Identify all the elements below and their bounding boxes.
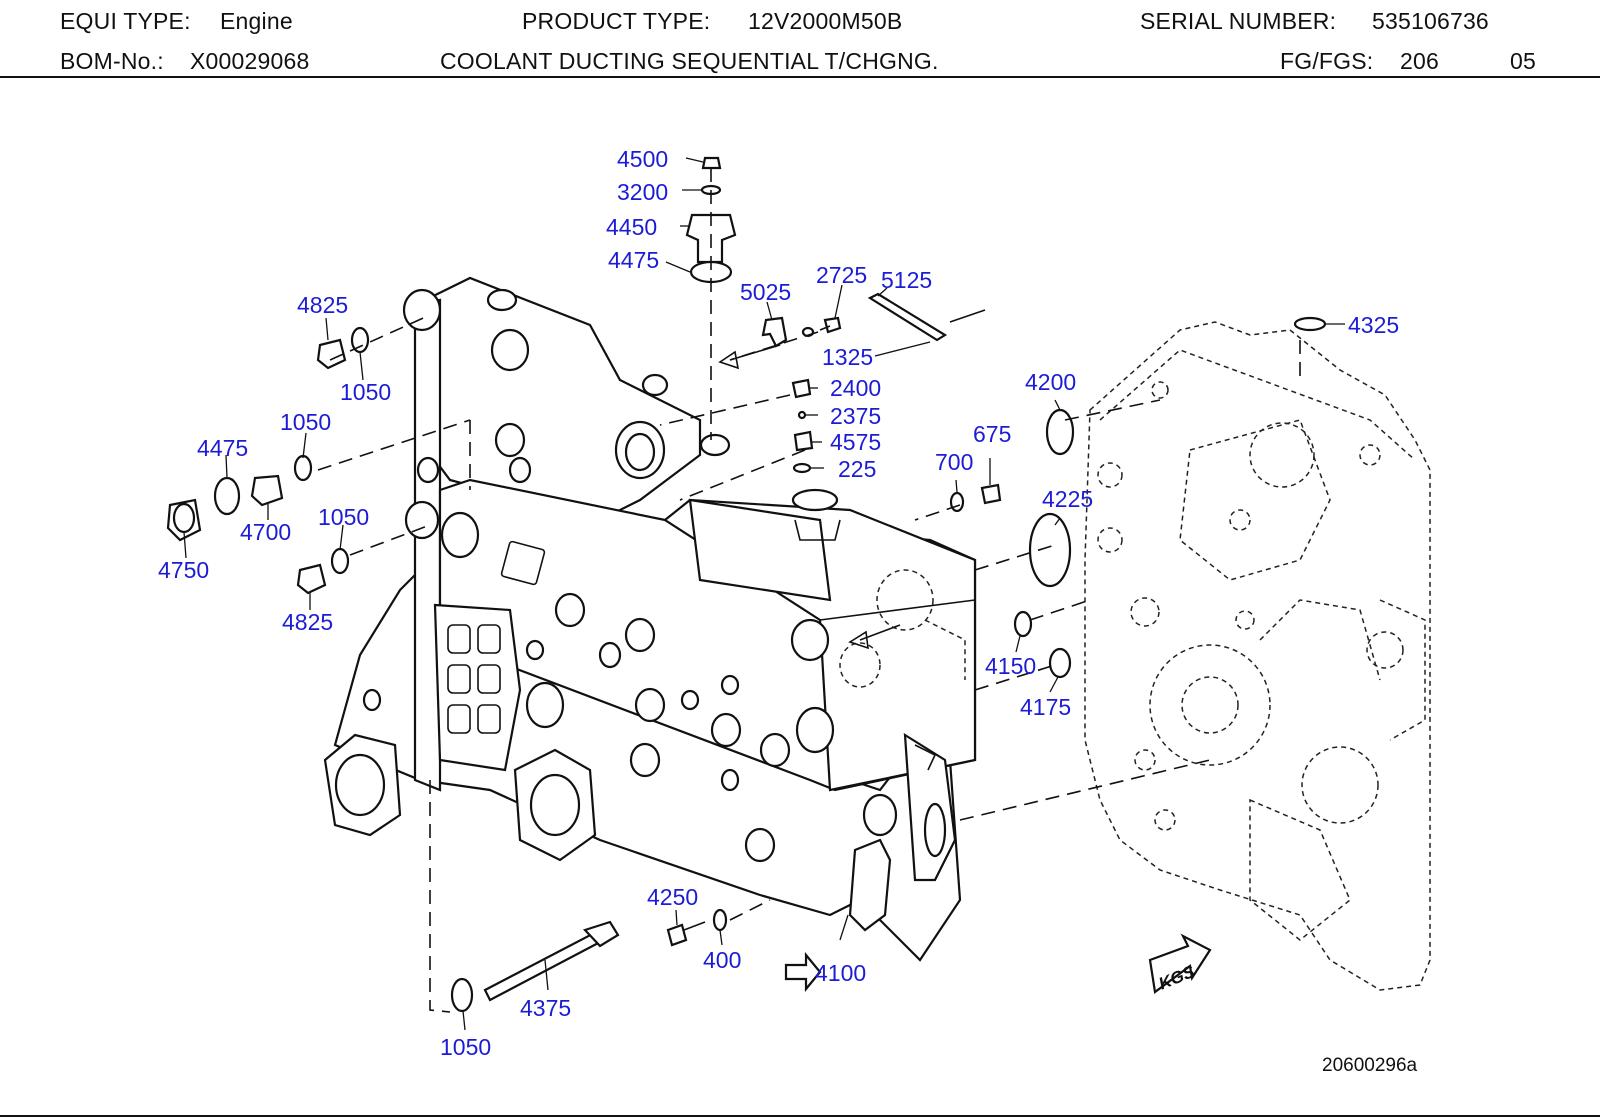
product-type-label: PRODUCT TYPE: <box>522 8 711 34</box>
serial-number-label: SERIAL NUMBER: <box>1140 8 1337 34</box>
callout-2725[interactable]: 2725 <box>816 262 867 288</box>
callout-4825-top[interactable]: 4825 <box>297 292 348 318</box>
callout-5025[interactable]: 5025 <box>740 279 791 305</box>
header-divider <box>0 76 1600 78</box>
footer-divider <box>0 1115 1600 1117</box>
callout-225[interactable]: 225 <box>838 456 876 482</box>
callout-4575[interactable]: 4575 <box>830 429 881 455</box>
bom-description: COOLANT DUCTING SEQUENTIAL T/CHGNG. <box>440 48 939 74</box>
small-parts <box>166 156 1327 1013</box>
callout-4150[interactable]: 4150 <box>985 653 1036 679</box>
callout-1050-middle[interactable]: 1050 <box>280 409 331 435</box>
callout-4750[interactable]: 4750 <box>158 557 209 583</box>
callout-4500[interactable]: 4500 <box>617 146 668 172</box>
fg-value: 206 <box>1400 48 1439 74</box>
callout-4450[interactable]: 4450 <box>606 214 657 240</box>
callout-3200[interactable]: 3200 <box>617 179 668 205</box>
leader-lines <box>183 157 1345 1031</box>
callout-400[interactable]: 400 <box>703 947 741 973</box>
callout-4225[interactable]: 4225 <box>1042 486 1093 512</box>
equi-type-label: EQUI TYPE: <box>60 8 191 34</box>
callout-4825-bottom[interactable]: 4825 <box>282 609 333 635</box>
drawing-number: 20600296a <box>1322 1055 1418 1076</box>
equi-type-value: Engine <box>220 8 293 34</box>
callout-1050-bottom[interactable]: 1050 <box>440 1034 491 1060</box>
callout-5125[interactable]: 5125 <box>881 267 932 293</box>
serial-number-value: 535106736 <box>1372 8 1489 34</box>
coolant-housing-body <box>323 276 977 962</box>
callout-4175[interactable]: 4175 <box>1020 694 1071 720</box>
callout-1050-upper[interactable]: 1050 <box>340 379 391 405</box>
callout-1050-lower[interactable]: 1050 <box>318 504 369 530</box>
callout-4475-top[interactable]: 4475 <box>608 247 659 273</box>
callout-4700[interactable]: 4700 <box>240 519 291 545</box>
callout-4200[interactable]: 4200 <box>1025 369 1076 395</box>
callout-labels: 4500 3200 4450 4475 5025 2725 5125 1325 … <box>158 146 1399 1060</box>
callout-1325[interactable]: 1325 <box>822 344 873 370</box>
callout-2375[interactable]: 2375 <box>830 403 881 429</box>
engine-block-outline <box>1084 321 1431 991</box>
callout-700[interactable]: 700 <box>935 449 973 475</box>
callout-4250[interactable]: 4250 <box>647 884 698 910</box>
callout-4100[interactable]: 4100 <box>815 960 866 986</box>
callout-4375[interactable]: 4375 <box>520 995 571 1021</box>
callout-675[interactable]: 675 <box>973 421 1011 447</box>
product-type-value: 12V2000M50B <box>748 8 903 34</box>
assembly-lines <box>317 168 1301 1013</box>
fg-fgs-label: FG/FGS: <box>1280 48 1374 74</box>
bom-value: X00029068 <box>190 48 310 74</box>
bom-label: BOM-No.: <box>60 48 164 74</box>
callout-4475-left[interactable]: 4475 <box>197 435 248 461</box>
callout-2400[interactable]: 2400 <box>830 375 881 401</box>
callout-4325[interactable]: 4325 <box>1348 312 1399 338</box>
fgs-value: 05 <box>1510 48 1536 74</box>
